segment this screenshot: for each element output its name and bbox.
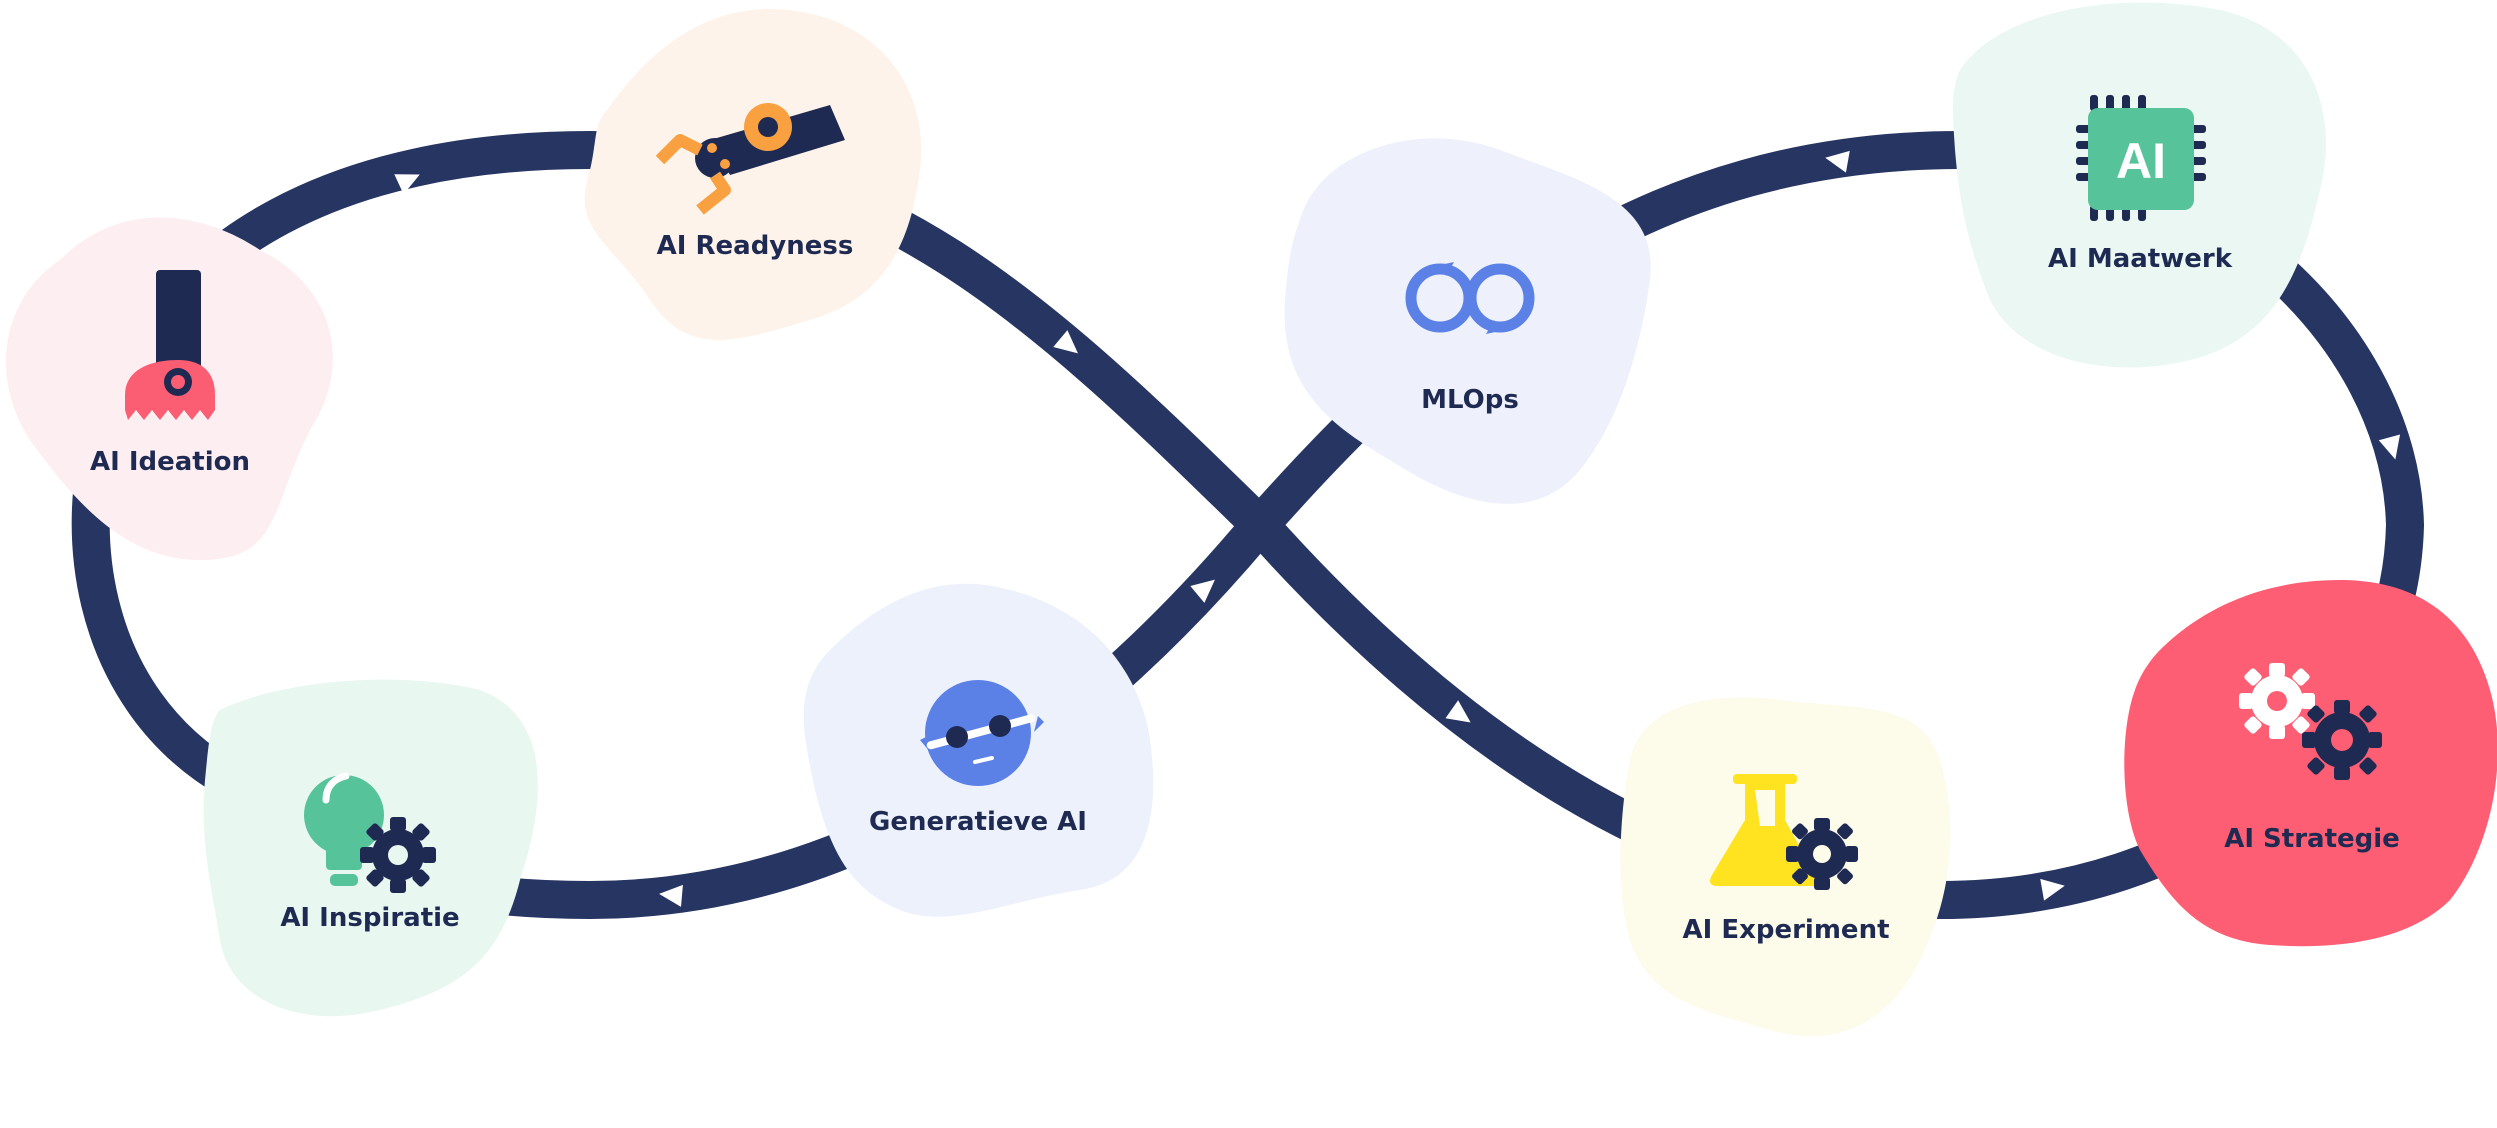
- flask-gear-icon: [1710, 774, 1858, 890]
- chip-text: AI: [2116, 133, 2166, 189]
- flow-arrow-icon: [659, 884, 683, 907]
- node-ai-maatwerk[interactable]: AI AI Maatwerk: [1952, 2, 2326, 368]
- flow-arrow-icon: [2378, 434, 2401, 460]
- node-ai-inspiratie[interactable]: AI Inspiratie: [203, 679, 538, 1017]
- node-ai-readyness[interactable]: AI Readyness: [584, 8, 922, 341]
- robot-arm-icon: [655, 103, 845, 215]
- label-ai-maatwerk: AI Maatwerk: [2048, 244, 2233, 274]
- flow-arrows: [130, 150, 2401, 907]
- ai-chip-icon: AI: [2076, 95, 2206, 221]
- blob-mlops: [1284, 138, 1651, 504]
- infinity-loop-icon: [1405, 262, 1535, 334]
- label-mlops: MLOps: [1421, 385, 1519, 415]
- lightbulb-gear-icon: [304, 772, 436, 893]
- flow-arrow-icon: [1825, 150, 1850, 173]
- label-ai-inspiratie: AI Inspiratie: [280, 903, 459, 933]
- label-ai-ideation: AI Ideation: [90, 447, 250, 477]
- node-ai-strategie[interactable]: AI Strategie: [2124, 580, 2497, 947]
- flow-arrow-icon: [394, 174, 420, 195]
- brush-icon: [125, 270, 215, 420]
- node-ai-experiment[interactable]: AI Experiment: [1620, 697, 1951, 1037]
- label-ai-experiment: AI Experiment: [1682, 915, 1889, 945]
- label-ai-strategie: AI Strategie: [2224, 824, 2400, 854]
- flow-arrow-icon: [1445, 700, 1471, 723]
- label-ai-readyness: AI Readyness: [657, 231, 854, 261]
- node-generatieve-ai[interactable]: Generatieve AI: [803, 583, 1154, 917]
- flow-arrow-icon: [2040, 878, 2065, 901]
- flow-arrow-icon: [1053, 330, 1078, 354]
- robot-face-icon: [920, 680, 1044, 786]
- label-generatieve-ai: Generatieve AI: [869, 807, 1087, 837]
- node-ai-ideation[interactable]: AI Ideation: [6, 217, 333, 561]
- gears-icon: [2239, 663, 2382, 780]
- flow-arrow-icon: [1190, 579, 1215, 603]
- node-mlops[interactable]: MLOps: [1284, 138, 1651, 504]
- blob-ai-readyness: [584, 8, 922, 341]
- flow-arrow-icon: [130, 628, 153, 653]
